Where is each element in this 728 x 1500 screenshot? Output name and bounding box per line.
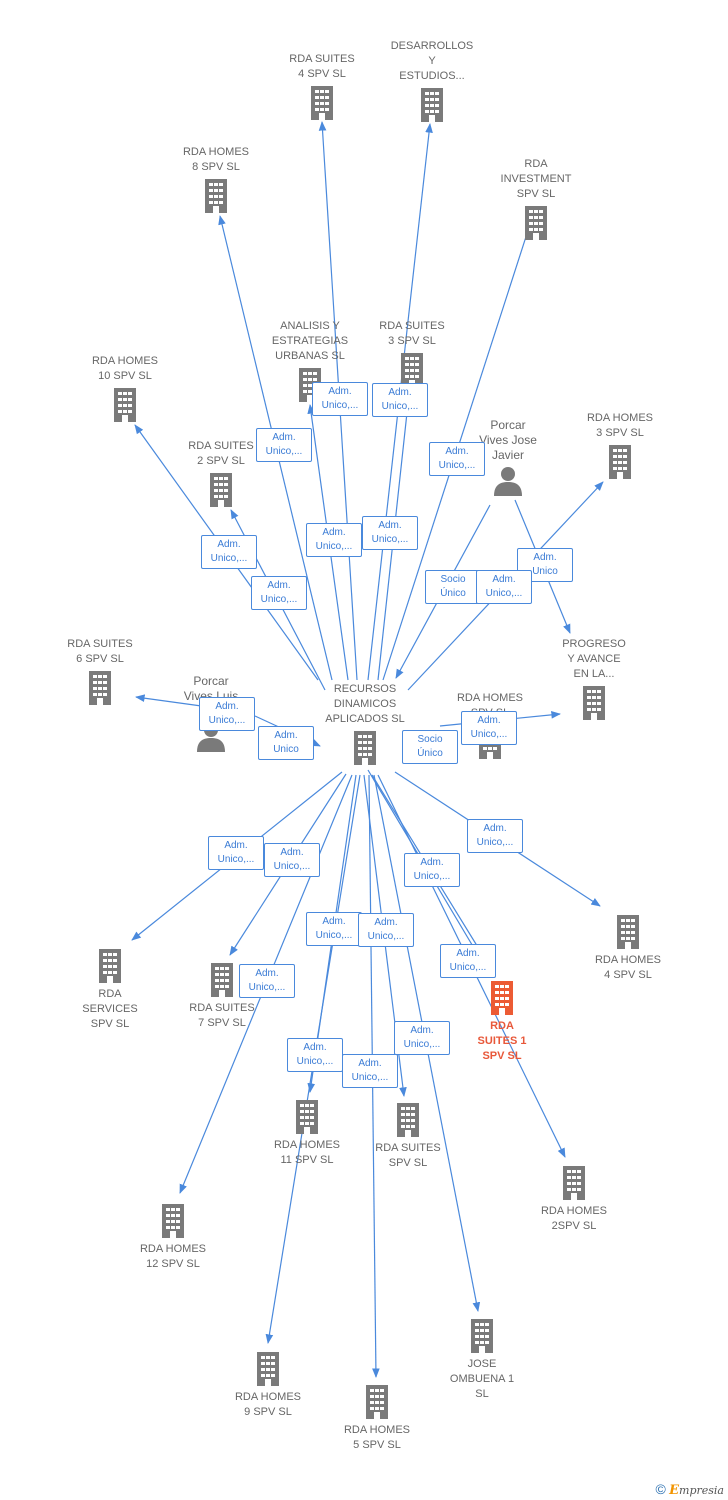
node-rda-suites-1[interactable]: RDA SUITES 1 SPV SL [442,980,562,1064]
edge-label-3[interactable]: Adm. Unico,... [429,442,485,476]
node-rda-suites-spv[interactable]: RDA SUITES SPV SL [348,1102,468,1171]
building-icon [50,948,170,984]
node-rda-homes-2[interactable]: RDA HOMES 2SPV SL [514,1165,634,1234]
brand-name: mpresia [679,1484,724,1497]
edge-label-9[interactable]: Socio Único [425,570,481,604]
building-icon [40,670,160,706]
edge-label-7[interactable]: Adm. Unico,... [251,576,307,610]
building-icon [514,1165,634,1201]
node-rda-suites-7[interactable]: RDA SUITES 7 SPV SL [162,962,282,1031]
edge-label-13[interactable]: Adm. Unico,... [461,711,517,745]
node-label: RDA HOMES 11 SPV SL [273,1139,340,1166]
building-icon [162,962,282,998]
edge-label-2[interactable]: Adm. Unico,... [372,383,428,417]
edge-label-24[interactable]: Adm. Unico,... [394,1021,450,1055]
node-label: RDA HOMES 12 SPV SL [139,1243,206,1270]
brand-initial: E [669,1483,680,1498]
building-icon [372,87,492,123]
edge-label-6[interactable]: Adm. Unico,... [201,535,257,569]
node-label: RDA SUITES SPV SL [375,1142,441,1169]
node-label: RDA SUITES 2 SPV SL [188,440,254,467]
edge-label-10[interactable]: Adm. Unico,... [476,570,532,604]
copyright-symbol: © [655,1481,666,1497]
edge-label-15[interactable]: Adm. Unico,... [208,836,264,870]
edge-label-4[interactable]: Adm. Unico,... [306,523,362,557]
edge-label-20[interactable]: Adm. Unico,... [358,913,414,947]
node-label: RDA HOMES 5 SPV SL [343,1424,410,1451]
building-icon [262,85,382,121]
node-label: PROGRESO Y AVANCE EN LA... [562,638,626,680]
edge-label-21[interactable]: Adm. Unico,... [239,964,295,998]
edge-label-0[interactable]: Adm. Unico,... [256,428,312,462]
node-desarrollos[interactable]: DESARROLLOS Y ESTUDIOS... [372,39,492,123]
node-rda-homes-8[interactable]: RDA HOMES 8 SPV SL [156,145,276,214]
edge-label-19[interactable]: Adm. Unico,... [306,912,362,946]
node-label: RDA SUITES 3 SPV SL [379,320,445,347]
node-rda-homes-12[interactable]: RDA HOMES 12 SPV SL [113,1203,233,1272]
node-rda-homes-9[interactable]: RDA HOMES 9 SPV SL [208,1351,328,1420]
edge-label-14[interactable]: Socio Único [402,730,458,764]
edge-label-25[interactable]: Adm. Unico,... [342,1054,398,1088]
node-label: RDA HOMES 4 SPV SL [594,954,661,981]
node-label: RDA HOMES 2SPV SL [540,1205,607,1232]
node-rda-suites-2[interactable]: RDA SUITES 2 SPV SL [161,439,281,508]
building-icon [156,178,276,214]
node-rda-suites-6[interactable]: RDA SUITES 6 SPV SL [40,637,160,706]
node-label: JOSE OMBUENA 1 SL [449,1358,515,1400]
node-label: RDA SUITES 1 SPV SL [477,1020,527,1062]
edge-label-16[interactable]: Adm. Unico,... [264,843,320,877]
node-rda-homes-10[interactable]: RDA HOMES 10 SPV SL [65,354,185,423]
node-rda-homes-3[interactable]: RDA HOMES 3 SPV SL [560,411,680,480]
node-rda-homes-4[interactable]: RDA HOMES 4 SPV SL [568,914,688,983]
node-label: RDA SERVICES SPV SL [82,988,138,1030]
edge-label-22[interactable]: Adm. Unico,... [440,944,496,978]
node-label: DESARROLLOS Y ESTUDIOS... [390,40,474,82]
brand-logo[interactable]: Empresia [669,1483,724,1498]
building-icon [161,472,281,508]
node-rda-homes-5[interactable]: RDA HOMES 5 SPV SL [317,1384,437,1453]
footer: © Empresia [655,1481,724,1498]
node-jose-ombuena[interactable]: JOSE OMBUENA 1 SL [422,1318,542,1402]
node-label: RDA SUITES 4 SPV SL [289,53,355,80]
building-icon [422,1318,542,1354]
edge-label-1[interactable]: Adm. Unico,... [312,382,368,416]
building-icon [317,1384,437,1420]
node-recursos[interactable]: RECURSOS DINAMICOS APLICADOS SL [305,682,425,766]
node-label: RECURSOS DINAMICOS APLICADOS SL [325,683,405,725]
node-label: RDA HOMES 3 SPV SL [586,412,653,439]
node-label: RDA HOMES 8 SPV SL [182,146,249,173]
building-icon [208,1351,328,1387]
building-icon [247,1099,367,1135]
building-icon [534,685,654,721]
edge-label-12[interactable]: Adm. Unico [258,726,314,760]
building-icon [568,914,688,950]
edge-label-11[interactable]: Adm. Unico,... [199,697,255,731]
building-icon [476,205,596,241]
node-label: RDA INVESTMENT SPV SL [500,158,572,200]
building-icon [560,444,680,480]
node-porcar-jose[interactable]: Porcar Vives Jose Javier [448,418,568,496]
edge-label-5[interactable]: Adm. Unico,... [362,516,418,550]
node-progreso[interactable]: PROGRESO Y AVANCE EN LA... [534,637,654,721]
building-icon [442,980,562,1016]
node-rda-suites-3[interactable]: RDA SUITES 3 SPV SL [352,319,472,388]
edge-label-17[interactable]: Adm. Unico,... [404,853,460,887]
building-icon [113,1203,233,1239]
edge-label-23[interactable]: Adm. Unico,... [287,1038,343,1072]
building-icon [348,1102,468,1138]
node-label: ANALISIS Y ESTRATEGIAS URBANAS SL [271,320,349,362]
node-label: RDA HOMES 9 SPV SL [234,1391,301,1418]
building-icon [65,387,185,423]
node-rda-services[interactable]: RDA SERVICES SPV SL [50,948,170,1032]
node-rda-suites-4[interactable]: RDA SUITES 4 SPV SL [262,52,382,121]
node-label: RDA SUITES 6 SPV SL [67,638,133,665]
person-icon [448,466,568,496]
edge-label-18[interactable]: Adm. Unico,... [467,819,523,853]
node-label: RDA HOMES 10 SPV SL [91,355,158,382]
node-label: Porcar Vives Jose Javier [479,418,537,462]
node-label: RDA SUITES 7 SPV SL [189,1002,255,1029]
node-rda-investment[interactable]: RDA INVESTMENT SPV SL [476,157,596,241]
node-rda-homes-11[interactable]: RDA HOMES 11 SPV SL [247,1099,367,1168]
building-icon [305,730,425,766]
